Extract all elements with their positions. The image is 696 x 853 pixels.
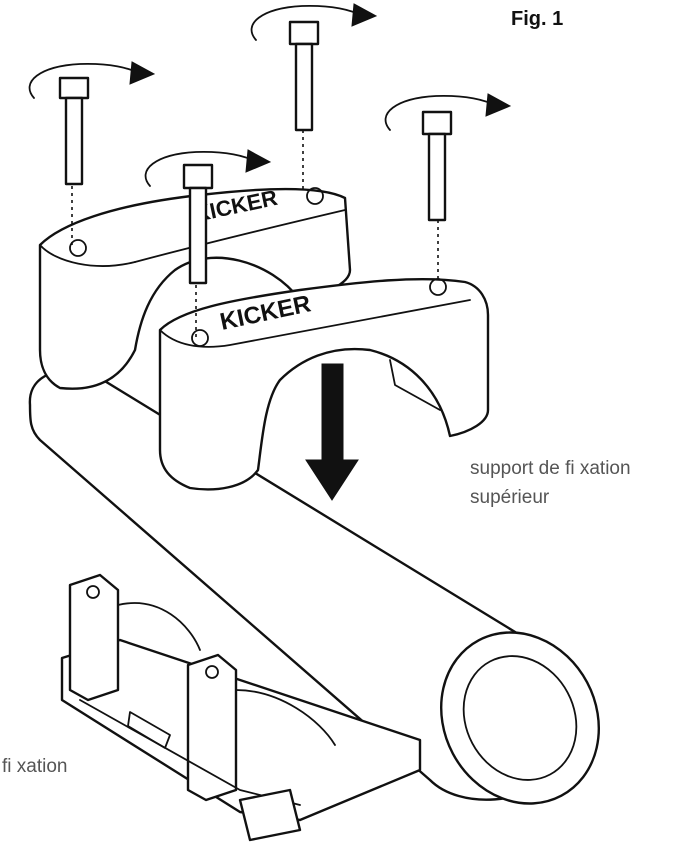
rotation-arrow-icon — [28, 61, 156, 99]
upper-mount-callout-line1: support de fi xation — [470, 458, 631, 479]
upper-mount-callout-line2: supérieur — [470, 487, 550, 508]
rotation-arrow-icon — [250, 3, 378, 41]
bolt-icon — [288, 20, 320, 132]
bolt-icon — [182, 163, 214, 285]
alignment-guides — [71, 130, 439, 338]
rotation-arrow-icon — [384, 93, 512, 131]
lower-mount — [60, 573, 422, 842]
bolt-icon — [58, 76, 90, 186]
down-arrow-icon — [305, 363, 359, 501]
lower-mount-callout: fi xation — [2, 756, 68, 777]
bolt-icon — [421, 110, 453, 222]
rotation-arrow-icon — [144, 149, 272, 187]
upper-mount-callout: support de fi xation supérieur — [470, 454, 631, 512]
figure-label: Fig. 1 — [511, 8, 564, 30]
